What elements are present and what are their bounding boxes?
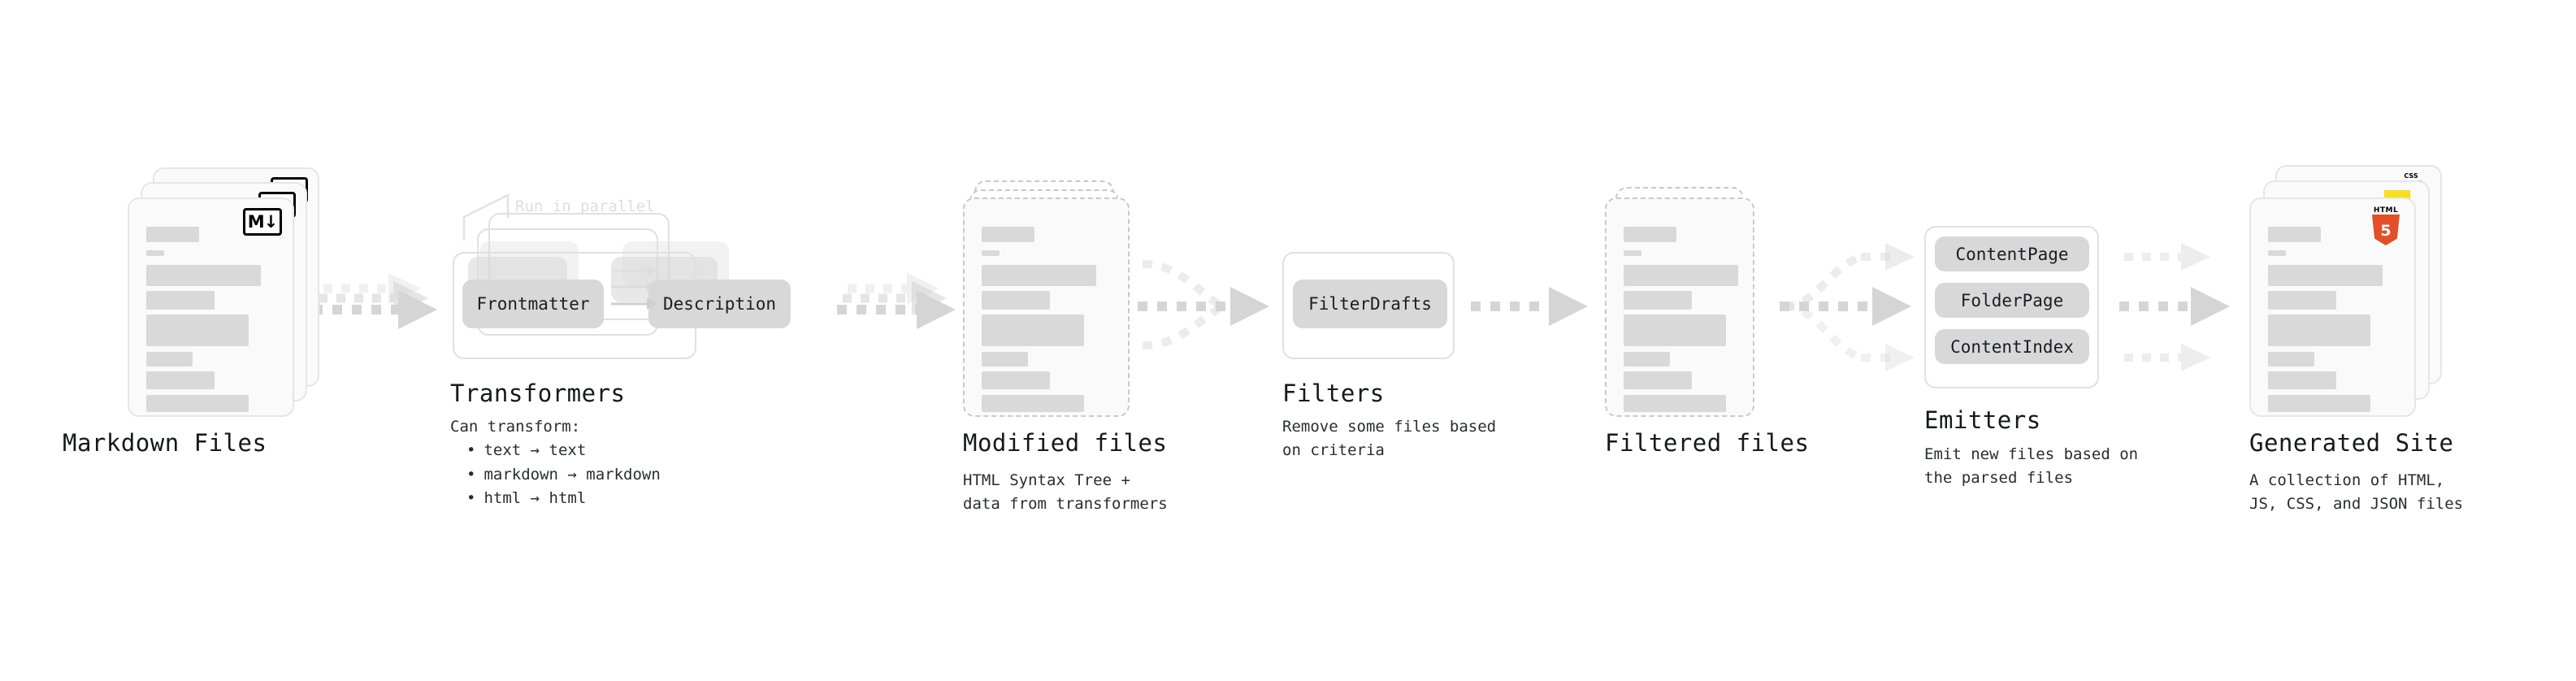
emitters-subtitle: Emit new files based on the parsed files bbox=[1924, 445, 2139, 488]
arrow-transformers-to-modified bbox=[837, 273, 956, 329]
filter-pill-filterdrafts[interactable]: FilterDrafts bbox=[1293, 280, 1447, 328]
filters-box bbox=[1282, 252, 1455, 359]
transformer-pill-frontmatter[interactable]: Frontmatter bbox=[462, 280, 604, 328]
skeleton-line bbox=[146, 265, 261, 286]
skeleton-line bbox=[2268, 395, 2370, 412]
emitter-pill-contentindex[interactable]: ContentIndex bbox=[1935, 329, 2089, 364]
html5-icon: HTML 5 bbox=[2370, 207, 2401, 245]
transformer-pill-description[interactable]: Description bbox=[648, 280, 791, 328]
skeleton-line bbox=[2268, 227, 2321, 242]
skeleton-line bbox=[2268, 250, 2286, 256]
skeleton-line bbox=[982, 227, 1034, 242]
filtered-files-title: Filtered files bbox=[1605, 429, 1810, 457]
arrow-emitters-to-site bbox=[2119, 243, 2230, 371]
skeleton-line bbox=[2268, 265, 2383, 286]
html5-number: 5 bbox=[2380, 222, 2392, 240]
markdown-files-title: Markdown Files bbox=[63, 429, 267, 457]
filters-subtitle: Remove some files based on criteria bbox=[1282, 418, 1497, 460]
emitter-pill-folderpage[interactable]: FolderPage bbox=[1935, 283, 2089, 318]
transformers-bullet-item: markdown → markdown bbox=[466, 463, 660, 487]
skeleton-line bbox=[982, 352, 1028, 367]
skeleton-line bbox=[982, 395, 1084, 412]
transformers-title: Transformers bbox=[450, 380, 626, 407]
emitter-pill-contentpage[interactable]: ContentPage bbox=[1935, 236, 2089, 271]
emitters-title: Emitters bbox=[1924, 406, 2041, 434]
arrow-modified-to-filters bbox=[1138, 260, 1269, 349]
skeleton-line bbox=[1624, 291, 1692, 310]
skeleton-line bbox=[1624, 314, 1726, 346]
filters-title: Filters bbox=[1282, 380, 1385, 407]
modified-files-title: Modified files bbox=[963, 429, 1168, 457]
skeleton-line bbox=[1624, 250, 1641, 256]
skeleton-line bbox=[1624, 265, 1738, 286]
html5-wordmark: HTML bbox=[2373, 206, 2399, 215]
generated-site-title: Generated Site bbox=[2249, 429, 2454, 457]
generated-site-subtitle: A collection of HTML, JS, CSS, and JSON … bbox=[2249, 471, 2464, 514]
modified-files-subtitle: HTML Syntax Tree + data from transformer… bbox=[963, 471, 1168, 514]
skeleton-line bbox=[2268, 371, 2336, 389]
transformer-internal-arrows bbox=[611, 266, 658, 310]
skeleton-line bbox=[146, 291, 215, 310]
skeleton-line bbox=[982, 250, 1000, 256]
skeleton-line bbox=[146, 352, 193, 367]
skeleton-line bbox=[146, 250, 164, 256]
skeleton-line bbox=[2268, 314, 2370, 346]
transformers-bullets: Can transform: text → text markdown → ma… bbox=[450, 415, 661, 511]
skeleton-line bbox=[982, 371, 1050, 389]
skeleton-line bbox=[982, 265, 1096, 286]
transformers-bullet-item: html → html bbox=[466, 487, 661, 510]
skeleton-line bbox=[1624, 395, 1726, 412]
html5-shield: 5 bbox=[2372, 215, 2400, 245]
transformers-bullets-head: Can transform: bbox=[450, 418, 581, 436]
arrow-markdown-to-transformers bbox=[313, 273, 437, 329]
markdown-card-front: M↓ bbox=[128, 197, 294, 417]
markdown-badge: M↓ bbox=[243, 208, 282, 236]
arrow-filtered-to-emitters bbox=[1780, 243, 1915, 371]
skeleton-line bbox=[1624, 352, 1670, 367]
skeleton-line bbox=[1624, 371, 1692, 389]
modified-card-front bbox=[963, 197, 1130, 417]
skeleton-line bbox=[1624, 227, 1676, 242]
generated-card-front: HTML 5 bbox=[2249, 197, 2416, 417]
skeleton-line bbox=[2268, 352, 2314, 367]
transformers-bullet-item: text → text bbox=[466, 439, 661, 462]
run-in-parallel-annotation: Run in parallel bbox=[515, 197, 655, 215]
skeleton-line bbox=[146, 371, 215, 389]
css-wordmark: CSS bbox=[2404, 172, 2418, 180]
arrow-filters-to-filtered bbox=[1471, 287, 1588, 326]
emitters-box bbox=[1924, 226, 2099, 388]
skeleton-line bbox=[146, 227, 199, 242]
filtered-card-front bbox=[1605, 197, 1754, 417]
skeleton-line bbox=[146, 314, 249, 346]
skeleton-line bbox=[982, 314, 1084, 346]
skeleton-line bbox=[2268, 291, 2336, 310]
skeleton-line bbox=[146, 395, 249, 412]
skeleton-line bbox=[982, 291, 1050, 310]
